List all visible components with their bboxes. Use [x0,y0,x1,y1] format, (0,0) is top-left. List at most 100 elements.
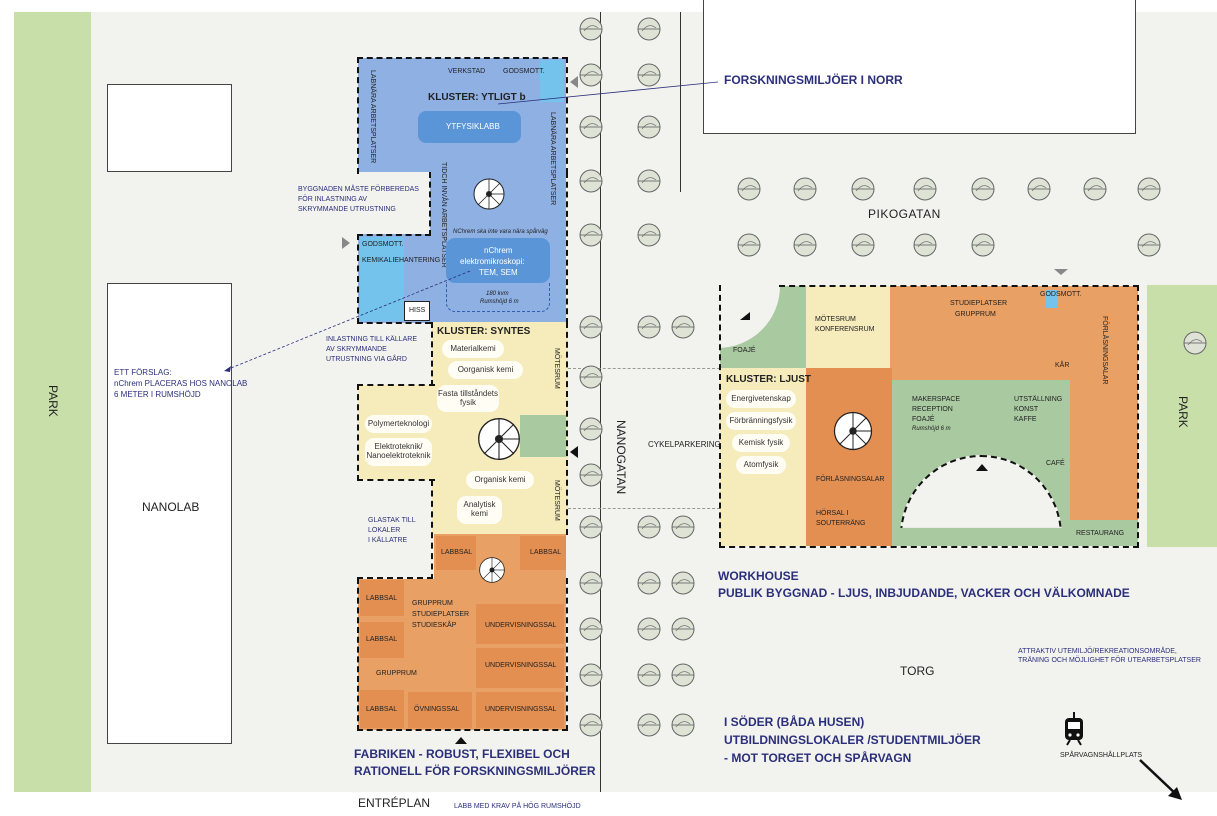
spiral-stair-icon [472,177,506,211]
pill-materialkemi: Materialkemi [442,340,504,358]
note-attraktiv-l2: TRÄNING OCH MÖJLIGHET FÖR UTEARBETSPLATS… [1018,657,1201,664]
verkstad-label: VERKSTAD [448,68,486,75]
syntes-outline [431,322,568,535]
note-glastak-l3: I KÄLLATRE [368,537,408,544]
entrance-arrow-icon [570,76,578,88]
tree-icon [970,176,996,202]
nanolab-label: NANOLAB [142,500,200,514]
motesrum-syntes-2: MÖTESRUM [553,480,561,521]
note-inlastning-l1: INLASTNING TILL KÄLLARE [326,336,418,343]
tree-icon [670,314,696,340]
workhouse-outline [719,285,1139,548]
spiral-stair-icon [478,556,506,584]
tree-icon [1136,232,1162,258]
workhouse-restaurang [1070,520,1138,546]
rumshojd-label: Rumshöjd 6 m [480,299,519,305]
note-forslag-l1: ETT FÖRSLAG: [114,368,172,377]
north-building-cutout [358,172,430,234]
tree-icon [1136,176,1162,202]
undervisning-label-2: UNDERVISNINGSSAL [485,662,557,669]
kemikalie-label: KEMIKALIEHANTERING [362,257,441,264]
note-glastak-l2: LOKALER [368,527,401,534]
undervisning-room [476,648,564,688]
maker-l4: Rumshöjd 6 m [912,426,951,432]
tree-icon [736,176,762,202]
tree-icon [636,62,662,88]
forlasningsalar-label: FÖRLÄSNINGSALAR [816,476,885,483]
tree-icon [970,232,996,258]
kar-label: KÅR [1055,362,1070,369]
studieplatser-l1: STUDIEPLATSER [950,300,1008,307]
studieplatser-l2: GRUPPRUM [955,311,996,318]
note-attraktiv-l1: ATTRAKTIV UTEMILJÖ/REKREATIONSOMRÅDE, [1018,648,1177,655]
tree-icon [636,168,662,194]
tree-icon [578,114,604,140]
tree-icon [670,616,696,642]
workhouse-godsmott [1046,290,1058,308]
tree-icon [792,232,818,258]
entreplan-label: ENTRÉPLAN [358,796,431,810]
south-l1: I SÖDER (BÅDA HUSEN) [724,715,865,729]
tree-icon [578,314,604,340]
labbsal-label-5: LABBSAL [366,706,398,713]
pill-oorganisk-kemi: Oorganisk kemi [448,361,523,379]
tree-icon [636,114,662,140]
note-forslag-l3: 6 METER I RUMSHÖJD [114,390,201,399]
tree-icon [636,662,662,688]
maker-l3: FOAJÉ [912,416,935,423]
tree-icon [1082,176,1108,202]
pill-analytisk-kemi: Analytisk kemi [457,496,502,524]
fabriken-outline [357,577,433,579]
ncrhem-note: NChrem ska inte vara nära spårväg [453,229,548,235]
labb-krav-label: LABB MED KRAV PÅ HÖG RUMSHÖJD [454,803,581,810]
tree-icon [578,168,604,194]
tree-icon [850,176,876,202]
building-top-right [703,0,1136,134]
grupprum-label-l1: GRUPPRUM [412,600,453,607]
grupprum2-label: GRUPPRUM [376,670,417,677]
pill-forbranningsfysik: Förbränningsfysik [726,412,796,430]
note-byggnaden-l3: SKRYMMANDE UTRUSTNING [298,206,396,213]
ovningssal-label: ÖVNINGSSAL [414,706,460,713]
tree-icon [1026,176,1052,202]
utstallning-l1: UTSTÄLLNING [1014,396,1063,403]
north-building-outline [357,57,568,174]
tree-icon [792,176,818,202]
tree-icon [636,570,662,596]
ytfysiklabb-label: YTFYSIKLABB [446,122,500,131]
kluster-ytligt-title: KLUSTER: YTLIGT b [428,92,526,103]
note-inlastning-l2: AV SKRYMMANDE [326,346,387,353]
tree-icon [578,222,604,248]
labbsal-label-1: LABBSAL [441,549,473,556]
labbsal-label-3: LABBSAL [366,595,398,602]
tree-icon [578,514,604,540]
park-left-label: PARK [45,385,60,417]
pill-kemisk-fysik: Kemisk fysik [732,434,790,452]
ytfysiklabb-room [418,111,521,143]
note-forslag-l2: nChrem PLACERAS HOS NANOLAB [114,379,248,388]
utstallning-l3: KAFFE [1014,416,1037,423]
sparvagn-label: SPÅRVAGNSHÅLLPLATS [1060,752,1143,759]
tree-icon [578,570,604,596]
foaje-label: FOAJÉ [733,347,756,354]
labnara-right-label: LABNÄRA ARBETSPLATSER [549,112,557,206]
ncrhem-line1: nChrem [484,246,513,255]
utstallning-l2: KONST [1014,406,1039,413]
horsal-l1: HÖRSAL I [816,510,849,517]
entrance-arrow-icon [342,237,350,249]
tree-icon [670,662,696,688]
map-edge [0,0,14,816]
tree-icon [912,176,938,202]
entrance-arrow-icon [1054,269,1068,275]
south-l2: UTBILDNINGSLOKALER /STUDENTMILJÖER [724,733,981,747]
entrance-arrow-icon [976,464,988,471]
labbsal-room [360,622,404,658]
godsmott-ws-label: GODSMOTT. [1040,291,1082,298]
tree-icon [670,514,696,540]
tree-icon [636,222,662,248]
tree-icon [578,616,604,642]
kluster-syntes-title: KLUSTER: SYNTES [437,326,531,337]
workhouse-forlasningsalar [806,368,892,546]
syntes-outline [431,322,433,386]
labbsal-room [360,580,404,616]
